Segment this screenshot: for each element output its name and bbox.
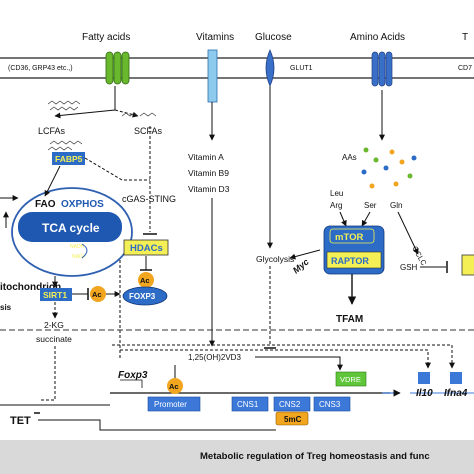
arg-label: Arg	[330, 201, 342, 210]
5mc-label: 5mC	[284, 415, 302, 424]
5mc-marker	[275, 411, 309, 426]
fa-to-lcfa-arrow	[54, 109, 116, 119]
cgas-sting-label: cGAS-STING	[122, 194, 176, 204]
mtor-label: mTOR	[335, 232, 363, 243]
ac-marker-hdac	[138, 272, 154, 288]
sirt1-badge	[40, 288, 72, 301]
nadh-cycle-arrow	[81, 243, 88, 259]
cns2-label: CNS2	[279, 400, 301, 409]
mtor-glycolysis-arrow	[289, 249, 321, 260]
glycolysis-label: Glycolysis	[256, 254, 294, 264]
lcfas-label: LCFAs	[38, 126, 66, 136]
foxp3-gene-label: Foxp3	[118, 370, 148, 381]
hdacs-badge	[123, 239, 169, 256]
hdacs-label: HDACs	[130, 243, 163, 254]
aas-label: AAs	[342, 153, 357, 162]
two-kg-label: 2-KG	[44, 320, 64, 330]
nadh-label: NADH	[70, 244, 85, 250]
mtor-badge	[329, 228, 375, 244]
scfas-label: SCFAs	[134, 126, 163, 136]
vitamin-transporter-icon	[207, 49, 218, 103]
glucose-label: Glucose	[255, 32, 292, 43]
fatty-acid-transporters-label: (CD36, GRP43 etc.,)	[8, 65, 73, 72]
nad-label: NAD+	[72, 254, 86, 260]
vdre-box	[335, 371, 367, 387]
foxp3-protein-label: FOXP3	[129, 292, 156, 301]
vd3-label: 1,25(OH)2VD3	[188, 353, 241, 362]
cgas-ifna-link	[112, 344, 455, 369]
cns1-box	[231, 396, 269, 412]
vitamin-a-label: Vitamin A	[188, 152, 224, 162]
cut-side-label: sis	[0, 303, 12, 312]
cut-yellow-badge	[461, 254, 474, 276]
ac-label-sirt1: Ac	[92, 290, 102, 299]
ac-marker-sirt1	[90, 286, 106, 302]
mitochondrion-label: itochondrion	[0, 282, 61, 293]
cut-header-label: T	[462, 32, 468, 43]
ac-label-promoter: Ac	[169, 382, 179, 391]
ifna-marker	[450, 372, 462, 384]
sirt1-label: SIRT1	[43, 290, 67, 300]
amino-acid-transporter-icon	[371, 51, 393, 87]
fabp5-fao-arrow	[44, 165, 61, 197]
cd7-label: CD7	[458, 65, 472, 72]
raptor-label: RAPTOR	[331, 256, 369, 266]
promoter-box	[147, 396, 201, 412]
cns1-label: CNS1	[237, 400, 259, 409]
gsh-label: GSH	[400, 263, 418, 272]
il10-label: Il10	[416, 388, 433, 399]
caption-bar	[0, 440, 474, 474]
tca-cycle-label: TCA cycle	[42, 221, 100, 235]
kg-tet-link	[40, 346, 56, 401]
ac-marker-promoter	[167, 378, 183, 394]
lcfa-molecules-icon	[47, 100, 83, 151]
vitamin-d3-label: Vitamin D3	[188, 184, 230, 194]
caption-label: Metabolic regulation of Treg homeostasis…	[200, 451, 430, 462]
cgas-il10-link	[120, 349, 431, 369]
glut1-transporter-icon	[265, 49, 275, 87]
raptor-badge	[326, 251, 382, 269]
fatty-acid-transporter-icon	[105, 51, 130, 85]
oxphos-label: OXPHOS	[61, 199, 104, 210]
ifna-label: Ifna4	[444, 388, 468, 399]
amino-acids-label: Amino Acids	[350, 32, 405, 43]
ser-label: Ser	[364, 201, 377, 210]
tss-arrow	[120, 379, 143, 388]
tet-label: TET	[10, 415, 31, 427]
vdre-label: VDRE	[340, 375, 361, 384]
foxp3-protein-icon	[122, 286, 168, 306]
succinate-label: succinate	[36, 334, 72, 344]
tet-5mc-link	[38, 419, 276, 431]
vitamins-label: Vitamins	[196, 32, 234, 43]
fabp5-label: FABP5	[55, 154, 83, 164]
gln-gsh-arrow	[397, 211, 419, 255]
tfam-label: TFAM	[336, 314, 363, 325]
cns3-box	[313, 396, 351, 412]
amino-acid-dots-icon	[361, 147, 417, 189]
cell-membrane	[0, 57, 474, 79]
vd3-vdre-arrow	[255, 356, 343, 371]
promoter-label: Promoter	[154, 400, 187, 409]
leu-arg-mtor-arrow	[339, 211, 347, 227]
ser-mtor-arrow	[361, 211, 371, 227]
tca-cycle-box	[18, 212, 122, 242]
fatty-acids-label: Fatty acids	[82, 32, 130, 43]
gln-label: Gln	[390, 201, 402, 210]
fabp5-cgas-link	[84, 157, 150, 181]
vitamin-b9-label: Vitamin B9	[188, 168, 229, 178]
leu-label: Leu	[330, 189, 343, 198]
glut1-label: GLUT1	[290, 65, 313, 72]
fabp5-badge	[52, 152, 85, 165]
scfa-molecules-icon	[121, 112, 157, 117]
ac-label-hdac: Ac	[140, 276, 150, 285]
fao-label: FAO	[35, 199, 56, 210]
cns2-box	[273, 396, 311, 412]
cns3-label: CNS3	[319, 400, 341, 409]
il10-marker	[418, 372, 430, 384]
